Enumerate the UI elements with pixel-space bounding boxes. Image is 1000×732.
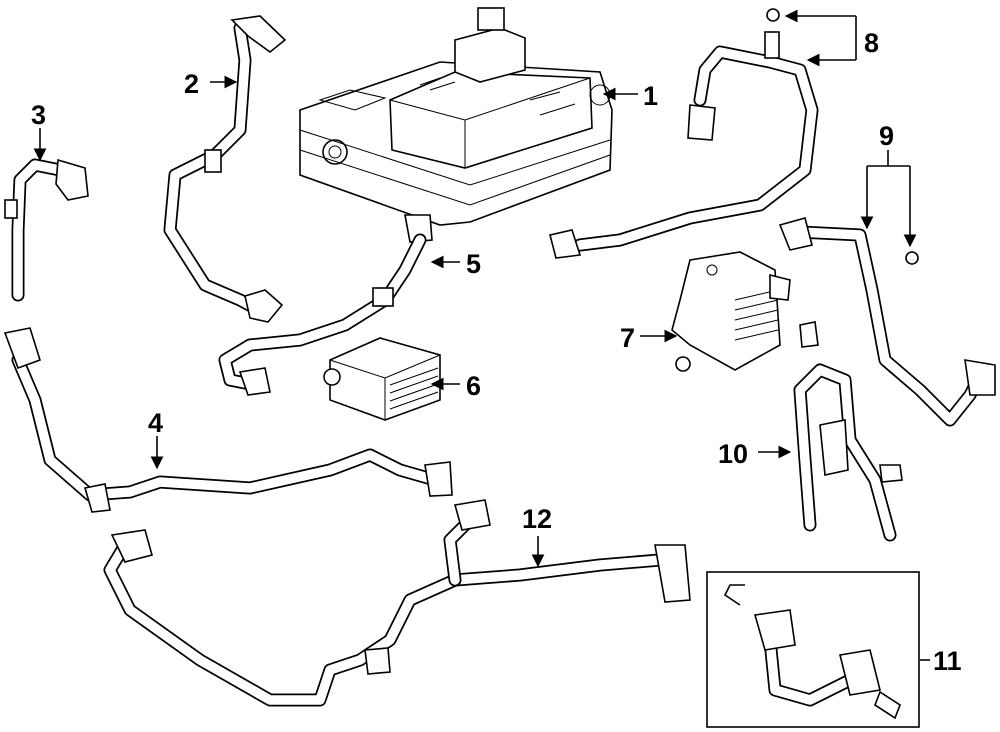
- callout-11: 11: [933, 646, 962, 676]
- leader-lines: [33, 9, 930, 661]
- callout-10: 10: [718, 439, 748, 469]
- mounting-bracket: [671, 251, 791, 372]
- coolant-hose-8: [549, 8, 819, 259]
- coolant-hose-5: [218, 233, 427, 396]
- coolant-hose-3: [4, 158, 89, 302]
- callout-1: 1: [643, 81, 658, 111]
- inset-box-11: [706, 571, 920, 728]
- pipe-assembly: [793, 321, 903, 542]
- coolant-hose-4: [3, 327, 453, 513]
- coolant-hose-12: [103, 499, 691, 707]
- heat-exchanger: [323, 337, 441, 421]
- callout-3: 3: [31, 100, 46, 130]
- callout-2: 2: [184, 69, 199, 99]
- callout-8: 8: [864, 28, 879, 58]
- coolant-hose-9: [778, 217, 996, 427]
- callout-5: 5: [466, 249, 481, 279]
- callout-9: 9: [879, 121, 894, 151]
- callout-12: 12: [522, 504, 552, 534]
- coolant-hose-2: [163, 15, 287, 323]
- callout-4: 4: [148, 408, 163, 438]
- callout-7: 7: [620, 323, 635, 353]
- callout-6: 6: [466, 371, 481, 401]
- power-inverter-module: [299, 7, 613, 243]
